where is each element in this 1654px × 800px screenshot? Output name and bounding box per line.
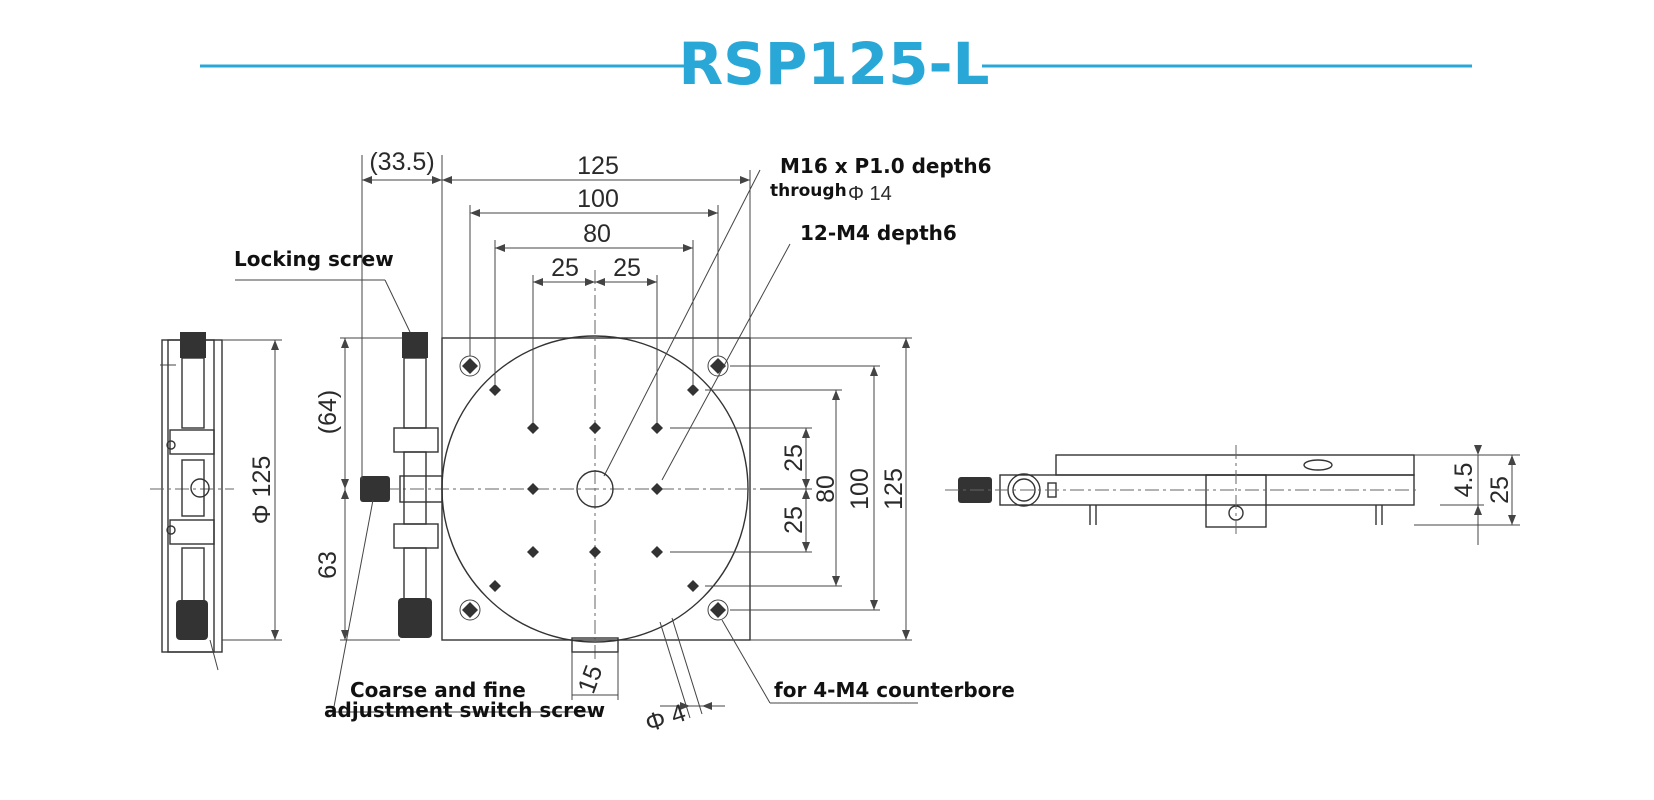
callout-m16-line1: M16 x P1.0 depth6	[780, 154, 992, 178]
callout-locking-screw: Locking screw	[234, 247, 394, 271]
dim-25-right: 25	[613, 254, 641, 282]
switch-screw-knob	[360, 476, 390, 502]
callout-m4-depth: 12-M4 depth6	[800, 221, 957, 245]
right-dimensions: 25 25 80 100 125	[670, 337, 912, 641]
callouts: M16 x P1.0 depth6 through Φ 14 12-M4 dep…	[234, 154, 1015, 722]
top-dimensions: (33.5) 125 100 80 25 25	[361, 148, 751, 480]
right-side-view: 4.5 25	[945, 445, 1520, 545]
side-locking-knob	[180, 332, 206, 358]
page-title: RSP125-L	[678, 30, 989, 98]
dim-100-top: 100	[577, 185, 619, 213]
callout-counterbore: for 4-M4 counterbore	[774, 678, 1015, 702]
dim-100-right: 100	[846, 468, 874, 510]
center-hole	[576, 470, 614, 508]
locking-screw-knob	[402, 332, 428, 358]
dim-63: 63	[314, 551, 342, 579]
title-banner: RSP125-L	[200, 30, 1472, 98]
micrometer-assembly	[360, 332, 443, 638]
dim-25-left: 25	[551, 254, 579, 282]
left-side-view: Φ 125	[150, 332, 282, 671]
dim-phi4: Φ 4	[642, 699, 690, 738]
side-micrometer-knob	[176, 600, 208, 640]
m4-holes	[489, 384, 699, 592]
counterbore-holes	[459, 355, 729, 621]
dim-25-side: 25	[1486, 476, 1514, 504]
dim-4-5: 4.5	[1450, 463, 1478, 498]
callout-coarse-line1: Coarse and fine	[350, 678, 526, 702]
dim-25-lower: 25	[780, 506, 808, 534]
dim-125-top: 125	[577, 152, 619, 180]
callout-m16-line2-prefix: through	[770, 181, 847, 201]
dim-33-5: (33.5)	[369, 148, 434, 176]
dim-15: 15	[573, 661, 609, 697]
callout-coarse-line2: adjustment switch screw	[324, 698, 605, 722]
fine-micrometer-knob	[398, 598, 432, 638]
dim-25-upper: 25	[780, 444, 808, 472]
dim-125-right: 125	[880, 468, 908, 510]
dim-64: (64)	[314, 390, 342, 434]
callout-m16-line2-value: Φ 14	[848, 183, 892, 205]
dim-phi125: Φ 125	[248, 456, 276, 525]
dim-80-top: 80	[583, 220, 611, 248]
dim-80-right: 80	[812, 475, 840, 503]
